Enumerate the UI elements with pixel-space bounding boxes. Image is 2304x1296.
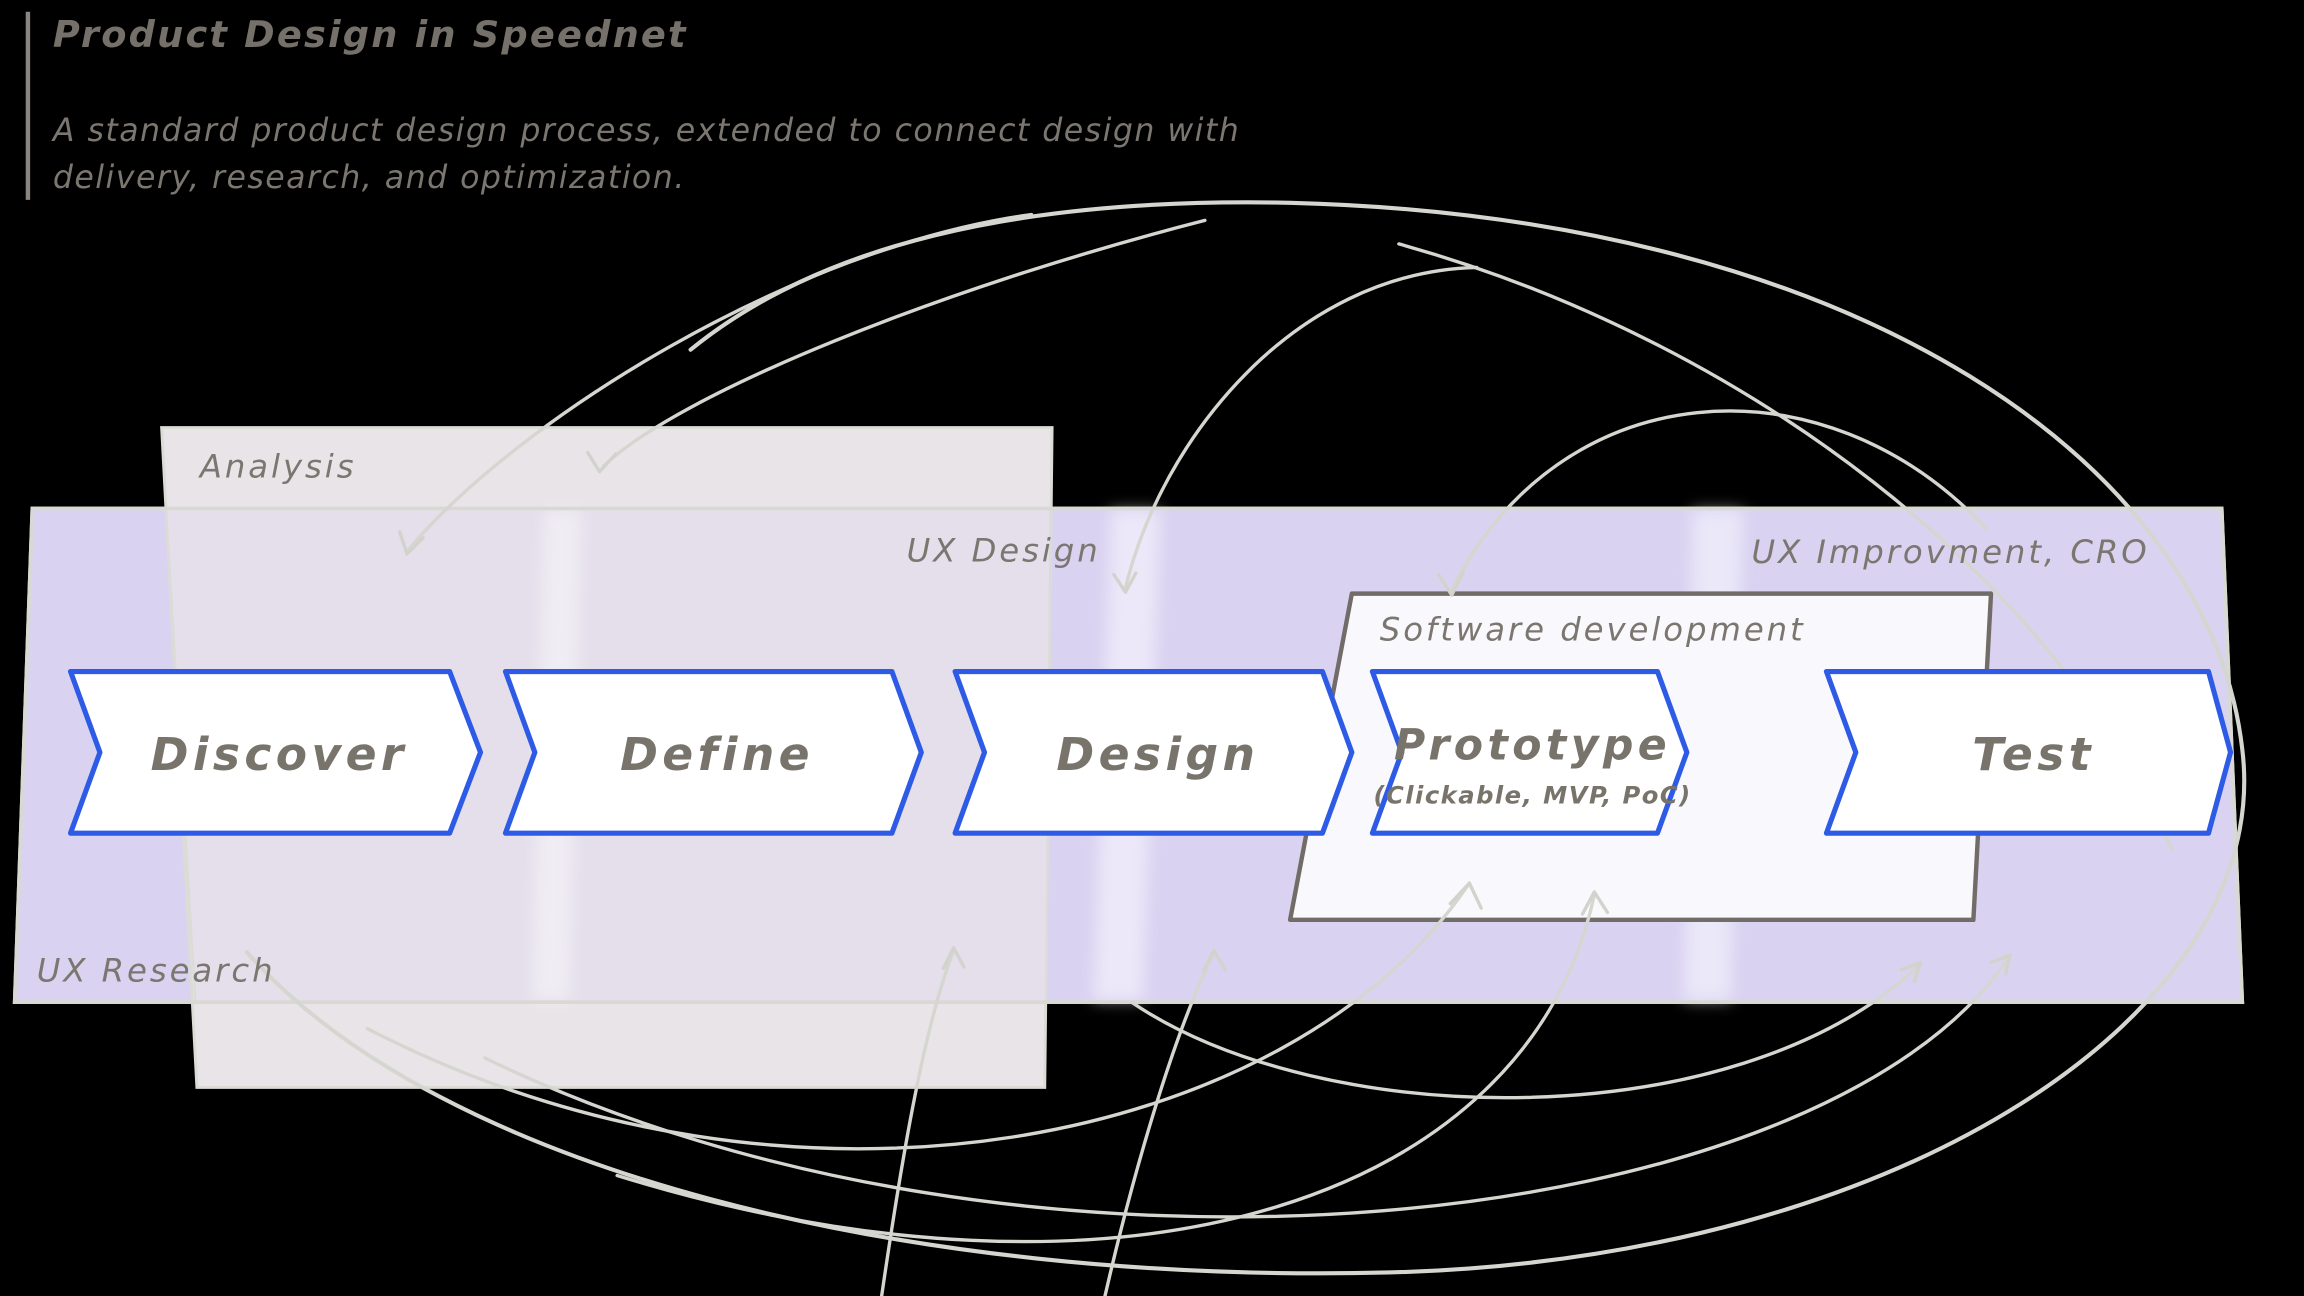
software-development-label: Software development: [1380, 611, 1806, 649]
feedback-curve-to-software-dev: [1450, 409, 1989, 593]
analysis-label: Analysis: [198, 448, 357, 486]
arrowhead-to-analysis: [397, 530, 425, 556]
feedback-curve-to-analysis-2: [602, 218, 1207, 468]
page-subtitle-line1: A standard product design process, exten…: [51, 113, 1240, 149]
outer-loop-curve: [244, 200, 2247, 1276]
feedback-arrow-curves: [365, 212, 2012, 1296]
ux-design-label: UX Design: [907, 531, 1101, 569]
arrowhead-cro-band-2: [1989, 953, 2012, 976]
feedback-curve-to-software-bottom-1: [365, 881, 1472, 1151]
arrowhead-software-bottom-1: [1448, 881, 1483, 910]
feedback-curve-to-ux-design: [1123, 265, 1479, 590]
feedback-curve-to-analysis: [406, 212, 1034, 552]
header: Product Design in Speednet A standard pr…: [25, 11, 1240, 200]
ux-research-label: UX Research: [37, 952, 276, 990]
arrowhead-to-software-dev: [1436, 569, 1466, 597]
arrowhead-to-ux-design: [1112, 571, 1138, 594]
stage-define-label: Define: [620, 728, 814, 781]
stage-prototype-label: Prototype: [1394, 721, 1671, 771]
page-subtitle-line2: delivery, research, and optimization.: [53, 160, 686, 196]
arrowhead-software-bottom-2: [1580, 890, 1610, 916]
stage-test-label: Test: [1972, 728, 2095, 781]
feedback-curve-to-design-bottom: [879, 949, 956, 1296]
arrowhead-design-bottom: [941, 946, 966, 971]
band-labels: Analysis UX Design UX Improvment, CRO UX…: [37, 448, 2150, 990]
stage-design-label: Design: [1056, 728, 1259, 781]
ux-improvement-cro-label: UX Improvment, CRO: [1752, 533, 2150, 571]
feedback-curve-to-cro-band-2: [483, 957, 2009, 1219]
page-title: Product Design in Speednet: [53, 13, 688, 56]
stage-prototype-sublabel: (Clickable, MVP, PoC): [1373, 781, 1691, 810]
feedback-curve-to-software-bottom-2: [615, 893, 1596, 1244]
stage-discover-chevron: [67, 668, 484, 836]
feedback-curve-to-prototype-bottom: [1103, 951, 1216, 1296]
ux-design-band-border: [12, 506, 2245, 1004]
process-stages: Discover Define Design Prototype (Clicka…: [67, 668, 2234, 836]
arrowhead-to-analysis-2: [586, 450, 618, 474]
stage-design-chevron: [952, 668, 1355, 836]
stage-discover-label: Discover: [151, 728, 408, 781]
arrowhead-cro-band-1: [1899, 960, 1923, 984]
stage-prototype-chevron: [1369, 668, 1690, 836]
stage-test-chevron: [1823, 668, 2234, 836]
stage-define-chevron: [502, 668, 924, 836]
arrowhead-prototype-bottom: [1201, 949, 1228, 973]
feedback-curve-to-cro-band-1: [1129, 965, 1920, 1100]
